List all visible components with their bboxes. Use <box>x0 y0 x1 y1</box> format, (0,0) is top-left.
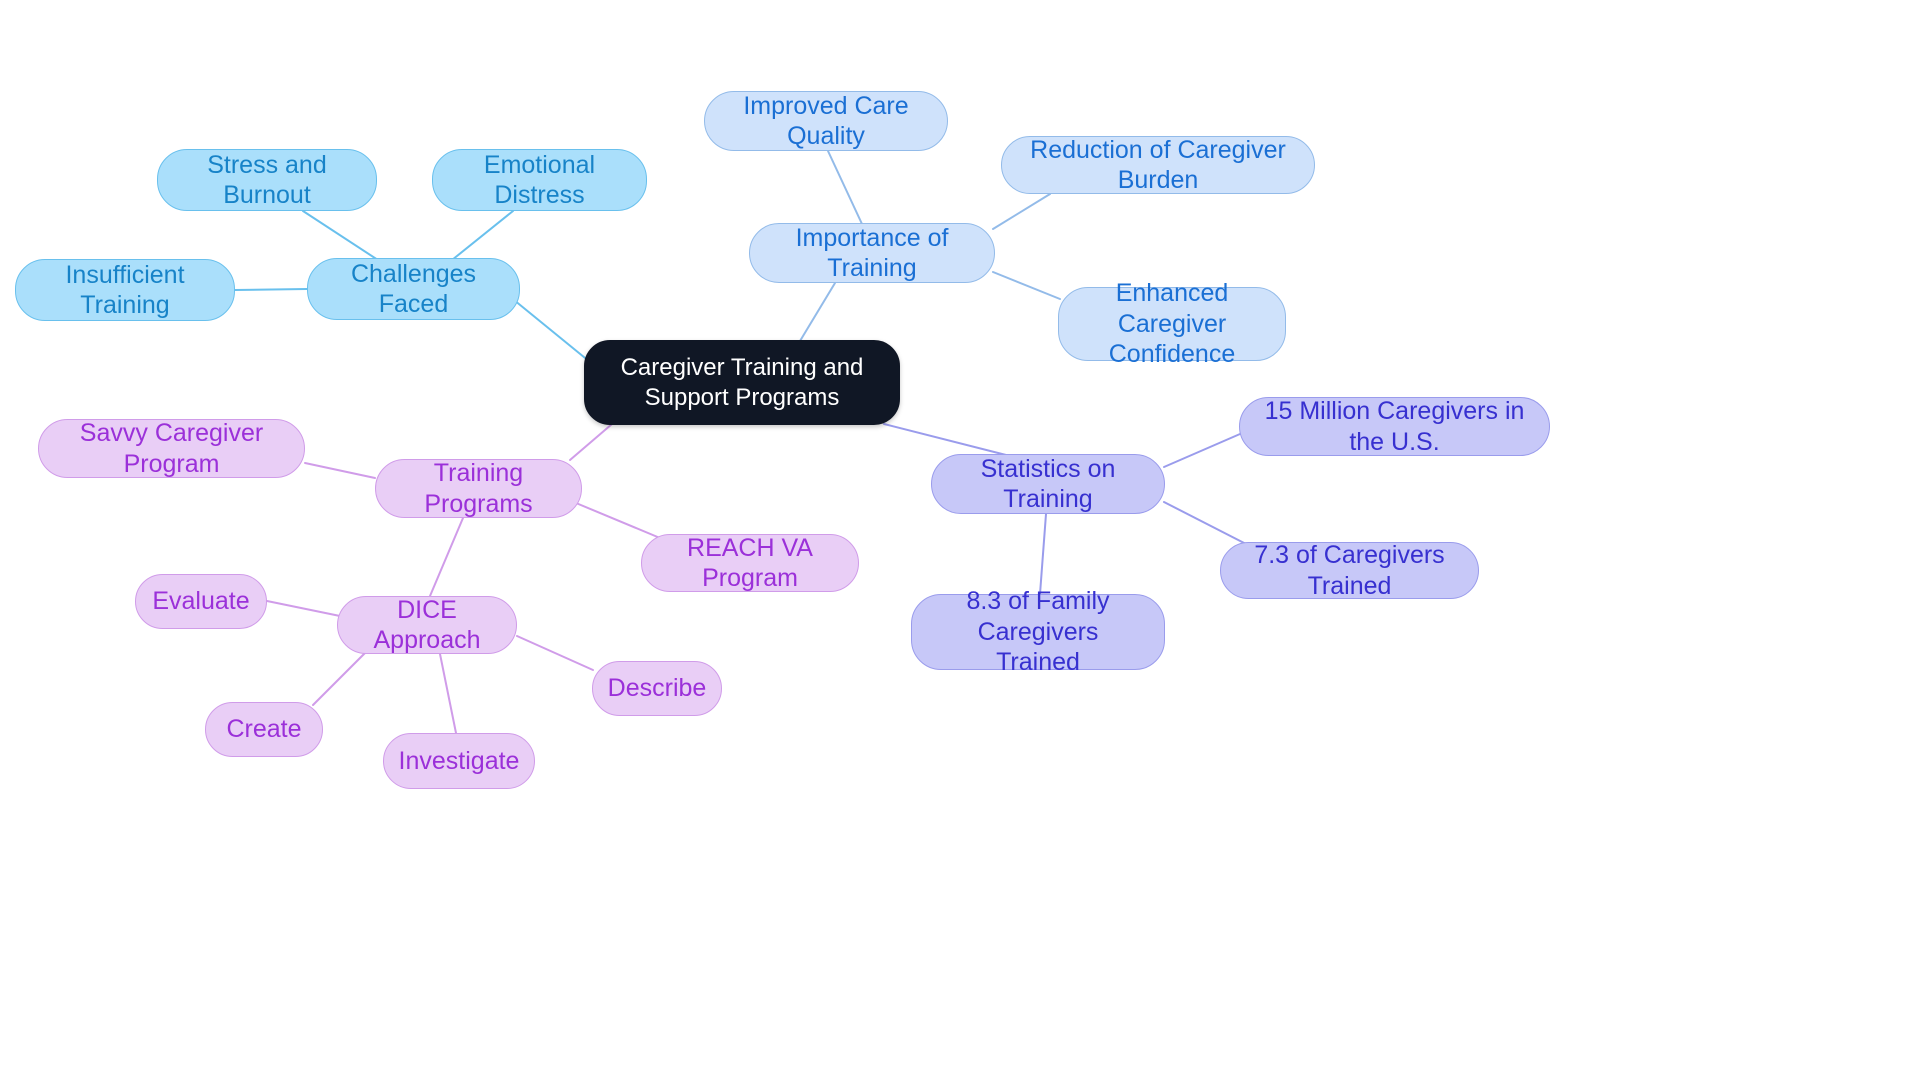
node-label: Caregiver Training and Support Programs <box>620 354 864 411</box>
edge-dice-approach-to-describe <box>516 635 594 671</box>
edge-dice-approach-to-evaluate <box>266 600 341 617</box>
node-label: Challenges Faced <box>350 259 477 319</box>
node-label: Importance of Training <box>795 223 949 283</box>
edge-training-programs-to-reach-va-program <box>575 502 661 539</box>
edge-statistics-to-7-3-of-caregivers-trained <box>1163 501 1249 546</box>
node-label: Improved Care Quality <box>743 91 909 151</box>
edge-challenges-to-stress-and-burnout <box>302 210 382 263</box>
node-label: Reduction of Caregiver Burden <box>1030 135 1286 195</box>
branch-node-training-programs[interactable]: Training Programs <box>375 459 582 518</box>
edge-statistics-to-15-million-caregivers <box>1163 433 1241 468</box>
edge-dice-approach-to-create <box>312 651 367 706</box>
child-node-7-3-of-caregivers-trained[interactable]: 7.3 of Caregivers Trained <box>1220 541 1479 600</box>
edge-importance-to-enhanced-caregiver-confidence <box>992 271 1061 300</box>
child-node-reduction-of-caregiver-burden[interactable]: Reduction of Caregiver Burden <box>1001 136 1315 194</box>
node-label: Describe <box>607 674 707 703</box>
branch-node-challenges[interactable]: Challenges Faced <box>307 258 520 320</box>
node-label: Investigate <box>398 746 520 775</box>
child-node-15-million-caregivers[interactable]: 15 Million Caregivers in the U.S. <box>1239 397 1550 456</box>
edge-training-programs-to-savvy-caregiver-program <box>304 462 376 479</box>
edge-statistics-to-8-3-of-family-caregivers-trained <box>1039 513 1047 595</box>
node-label: DICE Approach <box>373 595 481 655</box>
child-node-dice-approach[interactable]: DICE Approach <box>337 596 517 654</box>
child-node-insufficient-training[interactable]: Insufficient Training <box>15 259 235 321</box>
edge-root-to-importance <box>799 282 836 342</box>
branch-node-importance[interactable]: Importance of Training <box>749 223 995 283</box>
node-label: Emotional Distress <box>483 150 596 210</box>
edge-dice-approach-to-investigate <box>439 653 457 734</box>
node-label: Insufficient Training <box>65 260 185 320</box>
root-node-root[interactable]: Caregiver Training and Support Programs <box>584 340 900 425</box>
node-label: 8.3 of Family Caregivers Trained <box>966 587 1110 677</box>
edge-training-programs-to-dice-approach <box>429 517 464 597</box>
edge-root-to-training-programs <box>569 423 613 461</box>
child-node-reach-va-program[interactable]: REACH VA Program <box>641 534 859 592</box>
child-node-improved-care-quality[interactable]: Improved Care Quality <box>704 91 948 151</box>
node-label: 15 Million Caregivers in the U.S. <box>1264 397 1525 456</box>
leaf-node-create[interactable]: Create <box>205 702 323 757</box>
child-node-savvy-caregiver-program[interactable]: Savvy Caregiver Program <box>38 419 305 478</box>
node-label: 7.3 of Caregivers Trained <box>1254 541 1445 600</box>
node-label: Create <box>226 715 302 744</box>
child-node-emotional-distress[interactable]: Emotional Distress <box>432 149 647 211</box>
leaf-node-describe[interactable]: Describe <box>592 661 722 716</box>
node-label: Savvy Caregiver Program <box>79 419 264 478</box>
edge-challenges-to-insufficient-training <box>234 288 308 291</box>
child-node-stress-and-burnout[interactable]: Stress and Burnout <box>157 149 377 211</box>
node-label: Statistics on Training <box>980 454 1116 514</box>
child-node-enhanced-caregiver-confidence[interactable]: Enhanced Caregiver Confidence <box>1058 279 1286 368</box>
node-label: Training Programs <box>424 459 533 518</box>
edge-challenges-to-emotional-distress <box>451 210 514 261</box>
node-label: Stress and Burnout <box>207 150 327 210</box>
edge-importance-to-reduction-of-caregiver-burden <box>992 193 1051 230</box>
branch-node-statistics[interactable]: Statistics on Training <box>931 454 1165 514</box>
edge-root-to-challenges <box>513 299 591 363</box>
edge-root-to-statistics <box>883 423 1011 457</box>
child-node-8-3-of-family-caregivers-trained[interactable]: 8.3 of Family Caregivers Trained <box>911 587 1165 676</box>
leaf-node-evaluate[interactable]: Evaluate <box>135 574 267 629</box>
node-label: Enhanced Caregiver Confidence <box>1108 279 1236 369</box>
node-label: REACH VA Program <box>687 533 813 593</box>
edge-importance-to-improved-care-quality <box>827 150 863 225</box>
leaf-node-investigate[interactable]: Investigate <box>383 733 535 789</box>
node-label: Evaluate <box>152 587 250 616</box>
